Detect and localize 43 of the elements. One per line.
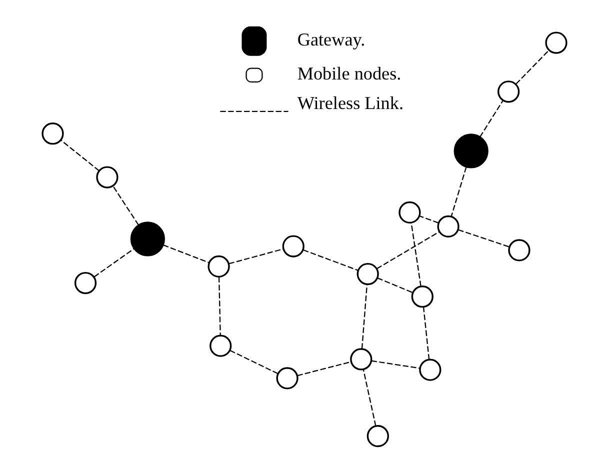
node-circle <box>453 134 488 168</box>
connector <box>419 216 438 224</box>
connector <box>296 361 350 376</box>
node-circle <box>41 122 64 145</box>
node-circle <box>96 166 118 188</box>
node-circle <box>418 358 441 381</box>
node-circle <box>209 334 232 357</box>
connector <box>479 100 503 138</box>
connector <box>112 186 138 226</box>
node-circle <box>356 262 378 286</box>
connector <box>515 50 549 84</box>
connector <box>60 140 100 172</box>
connector <box>457 229 510 248</box>
connector <box>450 166 466 216</box>
connector <box>218 276 220 336</box>
connector <box>302 249 358 271</box>
connector <box>228 248 284 264</box>
legend-label: Gateway. <box>296 29 365 50</box>
connector <box>229 350 278 374</box>
connector <box>362 369 376 426</box>
connector <box>93 248 134 278</box>
connector <box>162 244 209 264</box>
node-circle <box>276 367 298 390</box>
connector <box>376 277 412 294</box>
node-circle <box>497 80 520 103</box>
node-circle <box>207 255 230 278</box>
connector <box>376 231 439 270</box>
node-circle <box>398 201 420 224</box>
legend-label: Wireless Link. <box>296 92 404 113</box>
node-circle <box>508 239 530 262</box>
node-circle <box>544 32 567 54</box>
legend-label: Mobile nodes. <box>296 63 401 84</box>
node-circle <box>282 235 304 258</box>
node-circle <box>350 348 372 370</box>
connector <box>410 222 421 286</box>
node-circle <box>130 222 164 256</box>
node-circle <box>436 215 459 238</box>
node-circle <box>74 272 96 294</box>
connector <box>370 360 420 369</box>
node-circle <box>366 425 388 448</box>
node-circle <box>410 286 433 308</box>
connector <box>422 307 430 360</box>
connector <box>360 284 368 349</box>
